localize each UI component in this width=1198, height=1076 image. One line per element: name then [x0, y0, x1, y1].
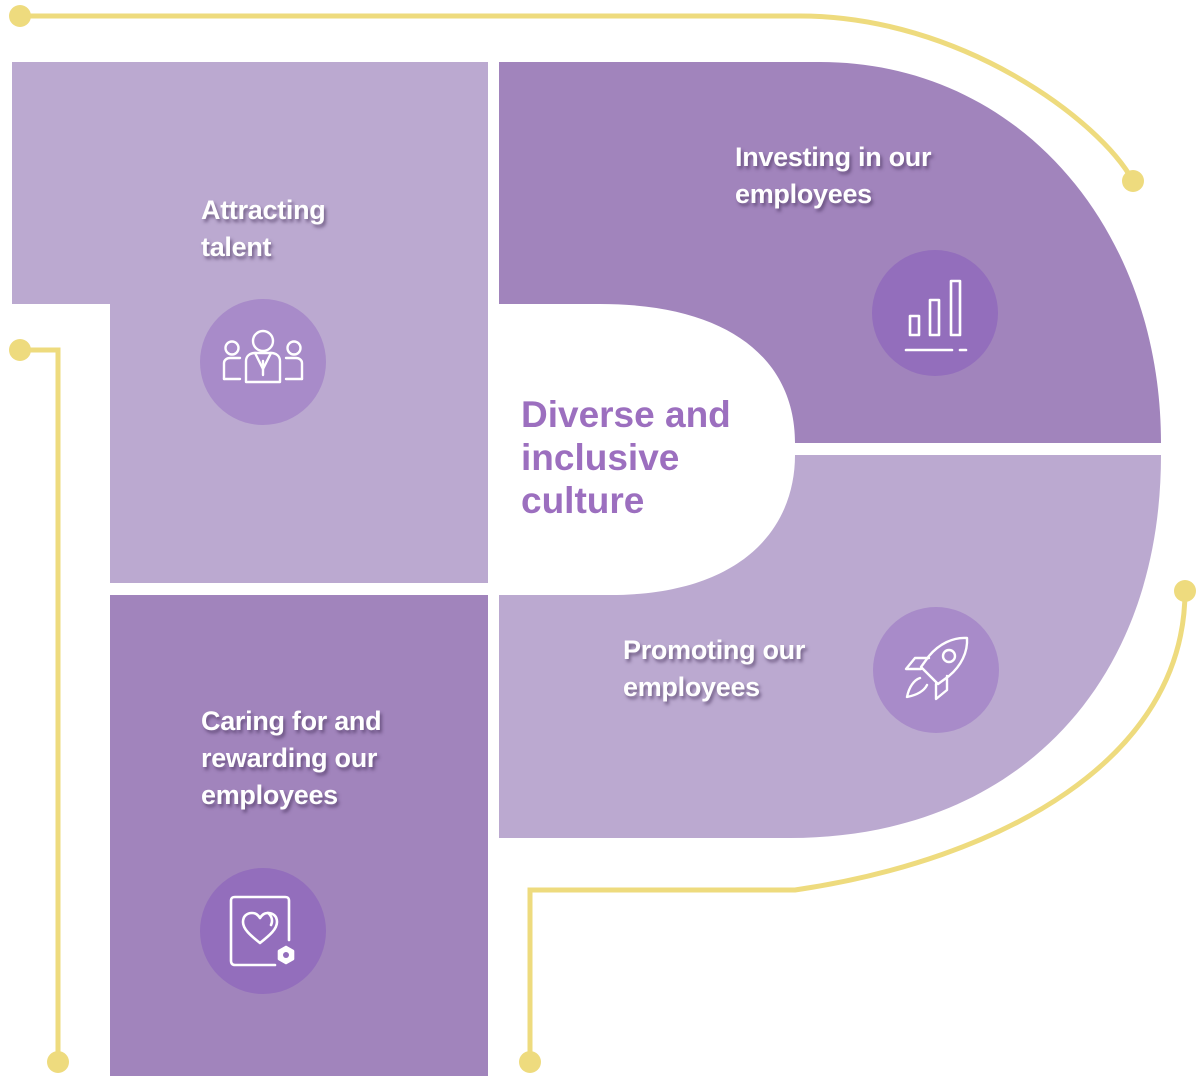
connector-lines — [17, 13, 1188, 1065]
label-line: employees — [735, 179, 872, 209]
segment-promoting-label: Promoting our employees — [623, 632, 805, 706]
connector-dot — [519, 1051, 541, 1073]
segment-caring-shape — [110, 595, 488, 1076]
label-line: Promoting our — [623, 635, 806, 665]
people-group-icon — [200, 299, 326, 425]
connector-line-left — [17, 347, 61, 1065]
center-title-line: Diverse and — [521, 394, 731, 435]
segment-investing-label: Investing in our employees — [735, 139, 932, 213]
label-line: Investing in our — [735, 142, 932, 172]
heart-document-icon — [200, 868, 326, 994]
connector-dot — [47, 1051, 69, 1073]
bar-chart-icon — [872, 250, 998, 376]
rocket-icon — [873, 607, 999, 733]
connector-line-top — [17, 13, 1136, 184]
connector-dots — [9, 5, 1196, 1073]
label-line: Attracting — [201, 195, 326, 225]
label-line: Caring for and — [201, 706, 382, 736]
connector-dot — [9, 5, 31, 27]
connector-dot — [1122, 170, 1144, 192]
label-line: talent — [201, 232, 272, 262]
label-line: employees — [201, 780, 338, 810]
center-title: Diverse and inclusive culture — [521, 393, 731, 522]
center-title-line: inclusive — [521, 437, 680, 478]
segment-caring-label: Caring for and rewarding our employees — [201, 703, 382, 814]
label-line: employees — [623, 672, 760, 702]
connector-line-bottom — [527, 588, 1188, 1065]
connector-dot — [9, 339, 31, 361]
segment-investing-shape — [499, 62, 1161, 443]
segment-promoting-shape — [499, 455, 1161, 838]
center-title-line: culture — [521, 480, 645, 521]
connector-dot — [1174, 580, 1196, 602]
label-line: rewarding our — [201, 743, 378, 773]
segment-attracting-talent-label: Attracting talent — [201, 192, 326, 266]
